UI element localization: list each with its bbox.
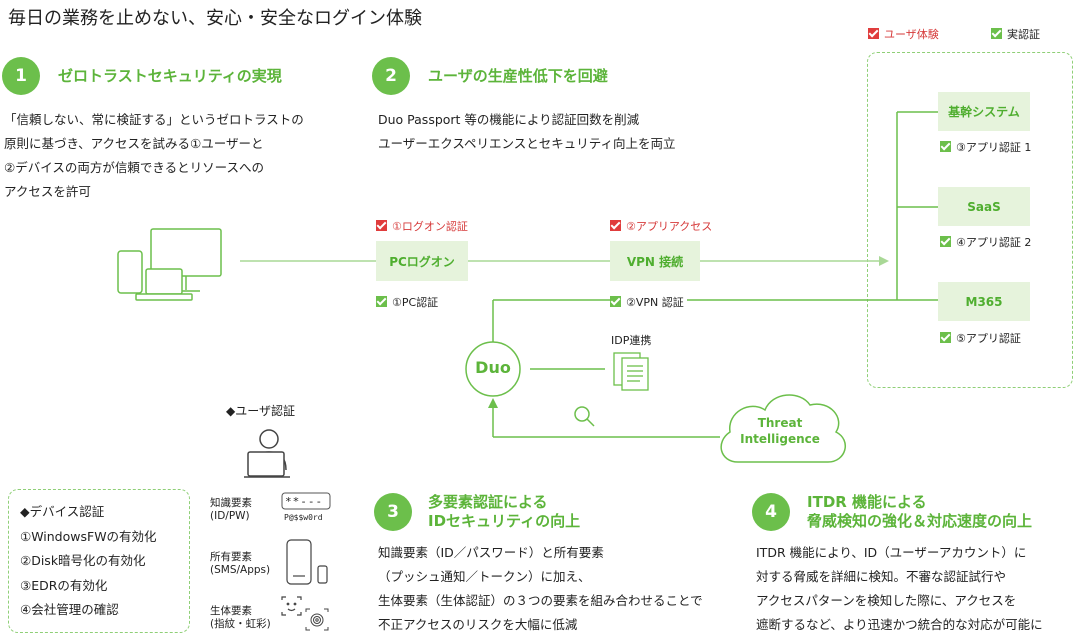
biometric-factor-label: 生体要素 (指紋・虹彩) bbox=[210, 605, 271, 630]
section-3-number: 3 bbox=[374, 493, 412, 531]
vpn-connect-box: VPN 接続 bbox=[610, 241, 700, 281]
idp-label: IDP連携 bbox=[611, 334, 652, 347]
system-auth-saas: ④アプリ認証 2 bbox=[940, 234, 1031, 250]
section-4-text: ITDR 機能により、ID（ユーザーアカウント）に 対する脅威を詳細に検知。不審… bbox=[756, 545, 1043, 632]
magnifier-icon bbox=[574, 406, 595, 427]
legend-real-auth: 実認証 bbox=[991, 26, 1040, 42]
green-check-icon bbox=[376, 296, 387, 307]
section-1-number: 1 bbox=[2, 57, 40, 95]
section-3-text: 知識要素（ID／パスワード）と所有要素 （プッシュ通知／トークン）に加え、 生体… bbox=[378, 545, 703, 632]
system-box-saas: SaaS bbox=[938, 187, 1030, 226]
green-check-icon bbox=[991, 28, 1002, 39]
device-auth-panel bbox=[8, 489, 190, 633]
user-auth-heading: ◆ユーザ認証 bbox=[226, 404, 295, 418]
system-auth-core: ③アプリ認証 1 bbox=[940, 139, 1031, 155]
main-flow-arrowhead bbox=[879, 256, 889, 266]
resource-panel bbox=[867, 52, 1073, 388]
green-check-icon bbox=[940, 141, 951, 152]
legend-user-experience: ユーザ体験 bbox=[868, 26, 939, 42]
duo-label: Duo bbox=[475, 358, 511, 377]
threat-arrowhead bbox=[488, 398, 498, 408]
threat-cloud-icon bbox=[720, 394, 846, 463]
section-4-heading: ITDR 機能による 脅威検知の強化＆対応速度の向上 bbox=[807, 493, 1033, 530]
face-scan-icon bbox=[281, 596, 302, 616]
pc-logon-box: PCログオン bbox=[376, 241, 468, 281]
green-check-icon bbox=[610, 296, 621, 307]
section-1-text: 「信頼しない、常に検証する」というゼロトラストの 原則に基づき、アクセスを試みる… bbox=[4, 112, 304, 199]
password-box bbox=[281, 492, 331, 510]
red-check-icon bbox=[376, 220, 387, 231]
page-title: 毎日の業務を止めない、安心・安全なログイン体験 bbox=[8, 8, 422, 29]
system-box-core: 基幹システム bbox=[938, 92, 1030, 131]
fingerprint-icon bbox=[305, 608, 329, 631]
system-box-m365: M365 bbox=[938, 282, 1030, 321]
vpn-auth-label: ②VPN 認証 bbox=[610, 294, 687, 310]
password-mask: **--- bbox=[285, 495, 324, 508]
section-2-text: Duo Passport 等の機能により認証回数を削減 ユーザーエクスペリエンス… bbox=[378, 112, 676, 151]
possession-factor-label: 所有要素 (SMS/Apps) bbox=[210, 551, 271, 576]
idp-document-icon bbox=[613, 352, 649, 391]
section-2-heading: ユーザの生産性低下を回避 bbox=[428, 67, 608, 85]
system-auth-m365: ⑤アプリ認証 bbox=[940, 330, 1021, 346]
phone-icon bbox=[286, 539, 328, 585]
threat-intelligence-label: Threat Intelligence bbox=[740, 416, 820, 446]
user-person-icon bbox=[244, 429, 290, 478]
device-auth-list: ◆デバイス認証 ①WindowsFWの有効化 ②Disk暗号化の有効化 ③EDR… bbox=[20, 504, 157, 617]
pc-auth-label: ①PC認証 bbox=[376, 294, 442, 310]
knowledge-factor-label: 知識要素 (ID/PW) bbox=[210, 497, 252, 522]
logon-auth-label: ①ログオン認証 bbox=[376, 218, 468, 234]
red-check-icon bbox=[868, 28, 879, 39]
section-3-heading: 多要素認証による IDセキュリティの向上 bbox=[428, 493, 581, 530]
section-4-number: 4 bbox=[752, 493, 790, 531]
password-sample: P@$$w0rd bbox=[284, 513, 323, 522]
duo-circle bbox=[465, 341, 521, 397]
green-check-icon bbox=[940, 236, 951, 247]
green-check-icon bbox=[940, 332, 951, 343]
section-2-number: 2 bbox=[372, 57, 410, 95]
devices-icon bbox=[117, 228, 222, 301]
section-1-heading: ゼロトラストセキュリティの実現 bbox=[58, 67, 282, 85]
red-check-icon bbox=[610, 220, 621, 231]
app-access-label: ②アプリアクセス bbox=[610, 218, 712, 234]
